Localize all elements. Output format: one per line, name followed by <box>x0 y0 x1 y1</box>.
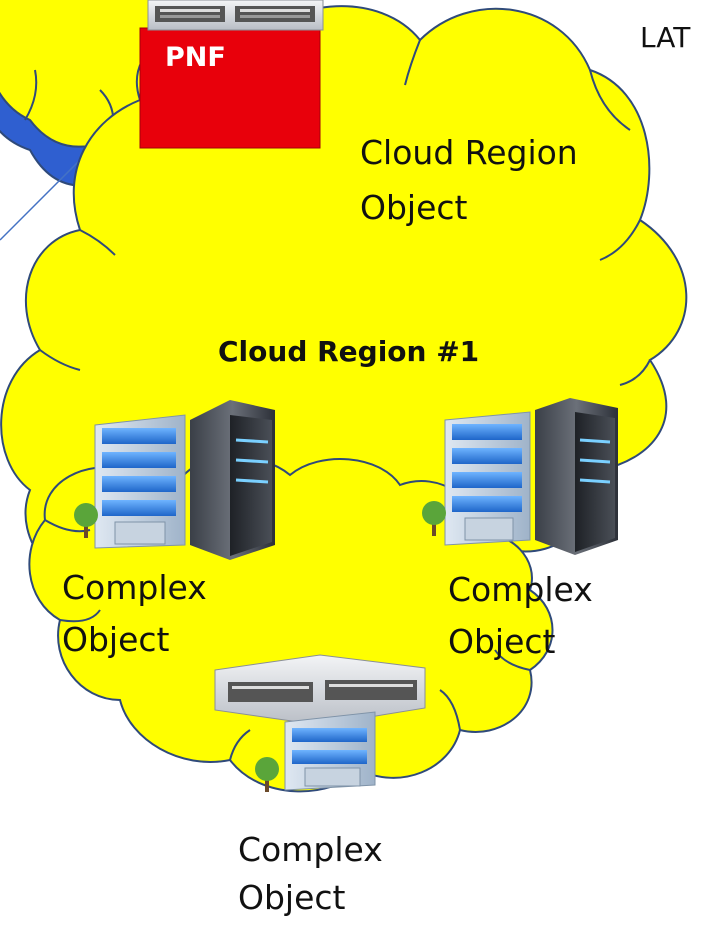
server-icon <box>535 398 618 555</box>
cloud-region-object-label-line1: Cloud Region <box>360 133 578 172</box>
building-icon <box>284 711 376 791</box>
complex-icon-bottom <box>214 654 426 792</box>
top-right-label: LAT <box>640 21 691 54</box>
complex-label-bottom-line1: Complex <box>238 830 383 869</box>
complex-label-bottom-line2: Object <box>238 878 346 917</box>
tree-icon <box>255 757 279 792</box>
network-appliance-icon <box>147 0 324 31</box>
pnf-box[interactable] <box>139 27 321 149</box>
cloud-region-object-label-line2: Object <box>360 188 468 227</box>
complex-icon-right <box>422 398 618 555</box>
cloud-region-title: Cloud Region #1 <box>218 335 480 368</box>
building-icon <box>94 414 186 549</box>
pnf-label: PNF <box>165 42 226 73</box>
server-icon <box>190 400 275 560</box>
network-appliance-icon <box>214 654 426 726</box>
complex-label-right-line2: Object <box>448 622 556 661</box>
tree-icon <box>74 503 98 538</box>
tree-icon <box>422 501 446 536</box>
building-icon <box>444 411 531 546</box>
complex-label-right-line1: Complex <box>448 570 593 609</box>
complex-label-left-line2: Object <box>62 620 170 659</box>
complex-icon-left <box>74 400 275 560</box>
complex-label-left-line1: Complex <box>62 568 207 607</box>
